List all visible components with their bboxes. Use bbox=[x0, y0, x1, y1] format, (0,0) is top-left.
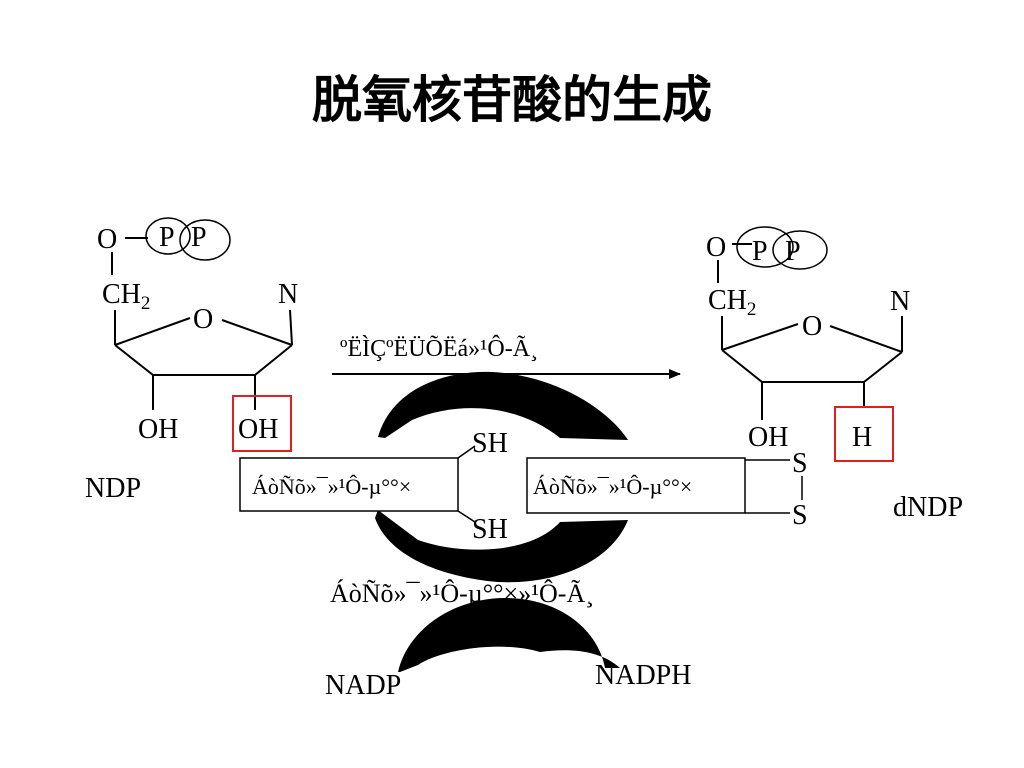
ndp-ch2: CH2 bbox=[102, 279, 150, 314]
sh-bottom: SH bbox=[472, 514, 508, 545]
dndp-h-highlight bbox=[834, 406, 894, 462]
dndp-p2: P bbox=[785, 236, 801, 267]
ndp-o-top: O bbox=[97, 224, 117, 255]
dndp-ring-o: O bbox=[802, 311, 822, 342]
sh-top: SH bbox=[472, 428, 508, 459]
s-bottom: S bbox=[792, 500, 808, 531]
dndp-base-n: N bbox=[890, 286, 910, 317]
dndp-ch2: CH2 bbox=[708, 285, 756, 320]
enzyme-label: ºËÌÇºËÜÕËá»¹Ô-Ã¸ bbox=[340, 335, 538, 362]
ndp-phosphate-2 bbox=[179, 219, 231, 261]
dndp-phosphate-1 bbox=[736, 226, 794, 268]
curved-arrow-lower bbox=[398, 598, 620, 672]
dndp-molecule: O P P CH2 O N OH H dNDP bbox=[706, 226, 963, 523]
ndp-oh-highlight bbox=[232, 395, 292, 452]
dndp-label: dNDP bbox=[893, 492, 963, 523]
curved-arrow-middle bbox=[375, 510, 628, 583]
dndp-oh-left: OH bbox=[748, 422, 788, 453]
dndp-h-right: H bbox=[852, 422, 872, 453]
curved-arrow-upper bbox=[378, 371, 628, 440]
ndp-oh-left: OH bbox=[138, 414, 178, 445]
ndp-phosphate-1 bbox=[145, 217, 191, 255]
protein-box-oxidized-label: ÁòÑõ»¯»¹Ô-µ°°× bbox=[533, 474, 692, 499]
ndp-ring-o: O bbox=[193, 304, 213, 335]
dndp-p1: P bbox=[752, 236, 768, 267]
protein-box-reduced bbox=[239, 457, 459, 512]
slide-title: 脱氧核苷酸的生成 bbox=[312, 71, 712, 129]
ndp-base-n: N bbox=[278, 279, 298, 310]
protein-box-oxidized bbox=[526, 457, 746, 514]
dndp-phosphate-2 bbox=[772, 230, 828, 270]
nadp-label: NADP bbox=[325, 670, 401, 701]
ndp-p2: P bbox=[191, 222, 207, 253]
ndp-p1: P bbox=[159, 222, 175, 253]
ndp-label: NDP bbox=[85, 473, 141, 504]
s-top: S bbox=[792, 448, 808, 479]
ndp-molecule: O P P CH2 O N OH OH NDP bbox=[85, 217, 298, 504]
protein-box-reduced-label: ÁòÑõ»¯»¹Ô-µ°°× bbox=[252, 474, 411, 499]
nadph-label: NADPH bbox=[595, 660, 691, 691]
ndp-oh-right: OH bbox=[238, 414, 278, 445]
reductase-label: ÁòÑõ»¯»¹Ô-µ°°×»¹Ô-Ã¸ bbox=[330, 579, 594, 608]
dndp-o-top: O bbox=[706, 232, 726, 263]
